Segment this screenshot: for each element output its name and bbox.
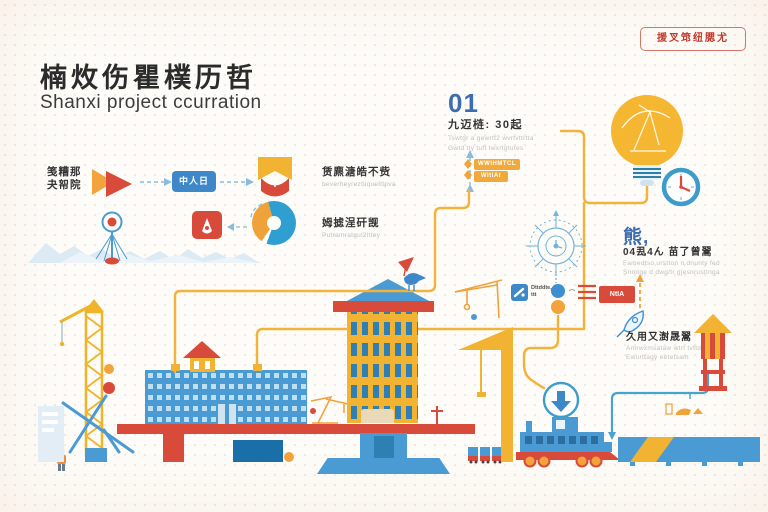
step1-heading: 九迈梿: 30起 [448,119,523,131]
pie-chart-icon [252,201,296,245]
step3-description: Amrwxmsataw wtrt tvttdttbg Ewurttagy eet… [626,344,713,362]
step1-pill-2: WItIAt [474,171,508,182]
big-crane-icon [458,327,513,462]
antenna-cross-icon [431,406,443,424]
watchtower-icon [694,314,732,391]
tower-building-door [361,409,394,423]
cargo-train-icon [468,447,502,464]
house-window [205,361,210,369]
pedestal-column [360,433,407,459]
cargo-glyphs-icon [665,403,703,415]
source-label: 笺糟那 夬帤院 [47,166,82,192]
play-triangles-icon [92,169,132,197]
blue-office-building [145,370,307,426]
red-platform-bar [117,424,475,434]
page-subtitle: Shanxi project ccurration [40,92,262,113]
page-title: 楠炇伤瞿樸历哲 [40,63,257,93]
house-window [194,361,199,369]
step1-desc-line2: Gwtd tty tuft twxrtgtutes [448,144,524,152]
step2-heading: 04厾4ん 苗了曾翯 [623,247,713,258]
step2-desc-line2: Snmtge d dwg/tr gjesnrusttnga [623,269,720,276]
pedestal-inner [374,436,394,459]
mid-node-label-line2: ttt [531,292,537,298]
building-door [218,404,225,426]
doodle-crane-left-icon [310,395,349,424]
step1-desc-line1: Tswtgr a gewrtt2 wvrtvttrtta [448,135,534,142]
flatbed-icon [618,437,760,466]
flag-bird-icon [398,257,426,291]
orange-ball [284,452,294,462]
red-pillar [163,434,184,462]
step3-heading: 久用又澍晟翯 [626,332,692,343]
shield-icon [256,155,294,205]
rooftop-house-roof [183,341,221,358]
download-circle-icon [542,381,580,419]
radar-tower-icon [95,211,128,265]
shield-item-label: 赁麃溏皓不赀 beverheyreztliquelttpva [322,166,432,188]
gateway-node: 中人日 [172,171,216,192]
step3-desc-line1: Amrwxmsataw wtrt tvttdttbg [626,345,714,352]
pie-item-subtitle: Putramratgul2lttey [322,232,381,239]
mid-node-label: Dttddte, ttt [531,285,552,299]
shield-item-title: 赁麃溏皓不赀 [322,166,391,178]
rocket-icon [616,310,644,338]
mid-node-label-line1: Dttddte, [531,285,552,291]
red-tag-label: NtIA [599,286,635,303]
pie-chart-hole [267,216,281,230]
step1-description: Tswtgr a gewrtt2 wvrtvttrtta Gwtd tty tu… [448,134,534,153]
step1-number: 01 [448,88,479,118]
step2-dashed-arrow [636,274,644,308]
corner-stamp-badge: 援叉筇纽腮尤 [640,27,746,51]
pie-item-title: 姆摅浧矸觊 [322,217,380,229]
compass-icon [526,210,586,283]
step3-desc-line2: Ewurttagy eetetsam [626,354,689,361]
yellow-connectors [255,129,649,390]
source-label-line1: 笺糟那 [47,166,82,178]
paint-tool-icon [192,211,222,239]
step2-desc-line1: Famedtso urstton n dnunty fed [623,260,720,267]
arrowheads-left [164,178,254,231]
dark-blue-block [233,440,283,462]
source-label-line2: 夬帤院 [47,179,82,191]
wire-cap [253,364,262,371]
pie-item-label: 姆摅浧矸觊 Putramratgul2lttey [322,217,432,239]
shield-item-subtitle: beverheyreztliquelttpva [322,181,396,188]
flow-nodes [551,284,596,314]
tower-building [347,312,418,423]
lightbulb-icon [611,95,683,186]
clock-icon [661,167,701,207]
pale-building [38,406,64,462]
building-door [229,404,236,426]
yellow-connector-top [173,188,471,374]
step2-number: 熊, [623,227,650,248]
rooftop-house [190,358,215,372]
step2-description: Famedtso urstton n dnunty fed Snmtge d d… [623,259,720,277]
tower-building-cornice [333,301,434,312]
doodle-crane-mid-icon [454,279,503,320]
train-icon [516,417,620,468]
step1-pill-1: WWIHMTCL [474,159,520,170]
pedestal-base [317,458,450,474]
tool-mini-icon [511,284,528,301]
lattice-crane-icon [59,299,135,462]
